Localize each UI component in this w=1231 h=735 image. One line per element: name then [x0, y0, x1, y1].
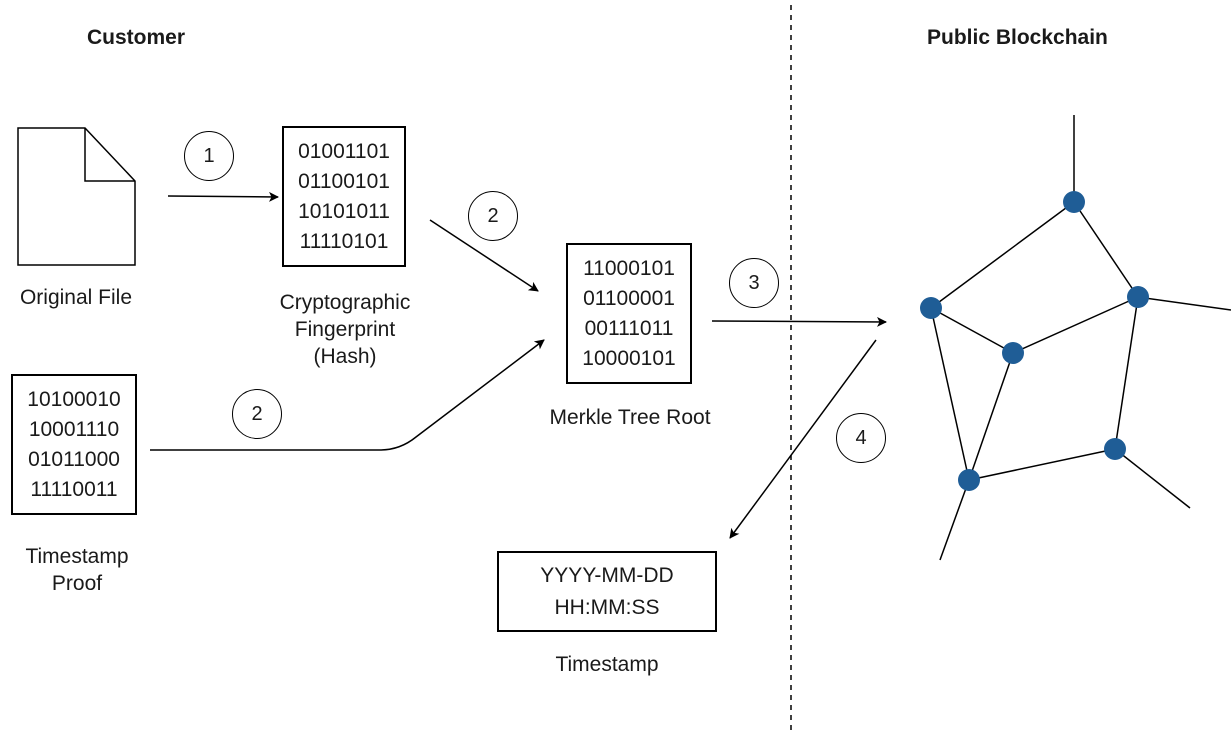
arrow-merkle-to-blockchain [711, 316, 887, 327]
public-blockchain-heading: Public Blockchain [927, 26, 1108, 49]
hash-line: 10101011 [298, 199, 390, 223]
proof-caption-line: Proof [51, 572, 103, 595]
hash-caption-line: Fingerprint [294, 318, 396, 341]
proof-line: 10001110 [28, 417, 120, 441]
merkle-line: 10000101 [582, 346, 676, 370]
step-3-circle: 3 [729, 258, 779, 308]
merkle-root-caption: Merkle Tree Root [549, 406, 711, 429]
arrow-proof-to-merkle [150, 339, 545, 451]
hash-line: 01001101 [298, 139, 390, 163]
timestamp-proof-caption: Timestamp Proof [2, 543, 152, 597]
merkle-line: 11000101 [583, 256, 675, 280]
network-node [958, 469, 980, 491]
timestamp-date: YYYY-MM-DD [540, 563, 674, 587]
document-icon [17, 127, 136, 266]
hash-caption: Cryptographic Fingerprint (Hash) [255, 289, 435, 370]
hash-line: 11110101 [299, 229, 389, 253]
timestamp-box: YYYY-MM-DD HH:MM:SS [497, 551, 717, 632]
network-node [1063, 191, 1085, 213]
step-2-proof-circle: 2 [232, 389, 282, 439]
step-2-hash-circle: 2 [468, 191, 518, 241]
timestamp-proof-box: 10100010 10001110 01011000 11110011 [11, 374, 137, 515]
arrow-file-to-hash [167, 191, 279, 202]
hash-box: 01001101 01100101 10101011 11110101 [282, 126, 406, 267]
proof-caption-line: Timestamp [25, 545, 129, 568]
step-4-circle: 4 [836, 413, 886, 463]
proof-line: 10100010 [27, 387, 121, 411]
merkle-line: 01100001 [583, 286, 675, 310]
network-node [1002, 342, 1024, 364]
blockchain-network [920, 115, 1231, 561]
network-node [1127, 286, 1149, 308]
hash-line: 01100101 [298, 169, 390, 193]
timestamp-time: HH:MM:SS [554, 595, 660, 619]
network-node [920, 297, 942, 319]
original-file-label: Original File [19, 286, 133, 309]
proof-line: 11110011 [30, 477, 118, 501]
merkle-root-box: 11000101 01100001 00111011 10000101 [566, 243, 692, 384]
step-1-circle: 1 [184, 131, 234, 181]
timestamp-caption: Timestamp [555, 653, 659, 676]
arrow-hash-to-merkle [429, 219, 539, 292]
hash-caption-line: (Hash) [313, 345, 377, 368]
arrow-blockchain-to-timestamp [729, 339, 877, 539]
merkle-line: 00111011 [584, 316, 674, 340]
hash-caption-line: Cryptographic [279, 291, 411, 314]
customer-heading: Customer [87, 26, 186, 49]
proof-line: 01011000 [28, 447, 120, 471]
network-node [1104, 438, 1126, 460]
